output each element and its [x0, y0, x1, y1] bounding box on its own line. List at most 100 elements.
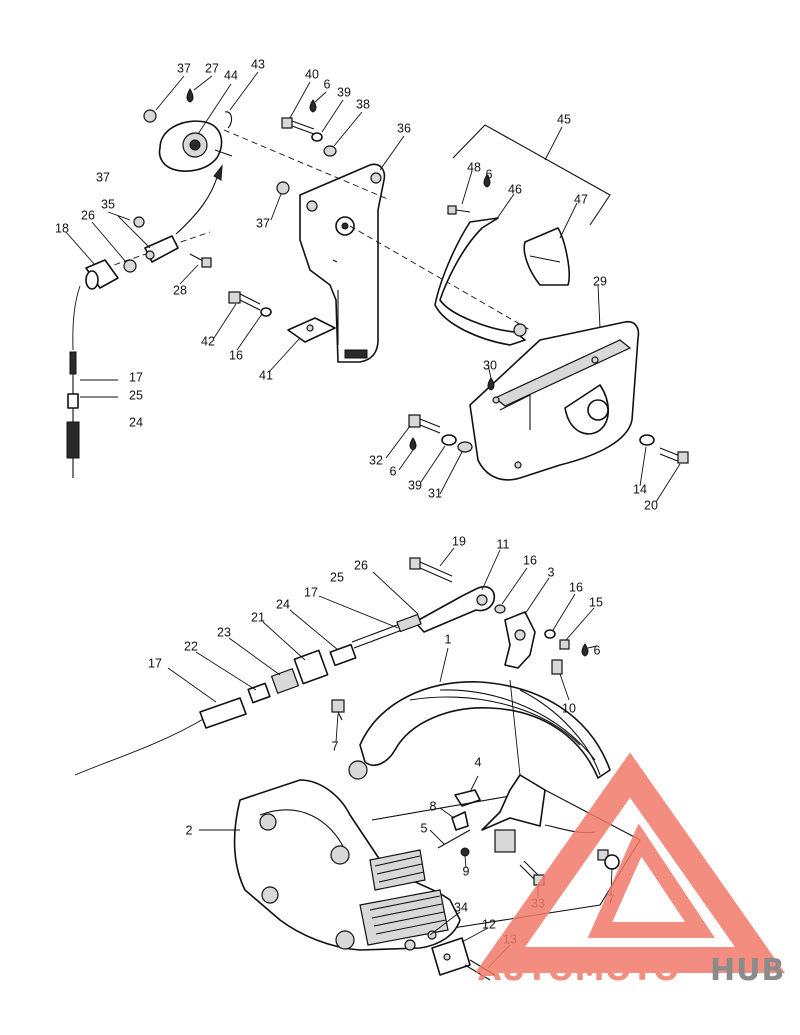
part-bracket-41 — [287, 317, 336, 343]
callout-26-b: 26 — [354, 558, 368, 572]
part-nut-37-top — [143, 109, 157, 123]
callout-29: 29 — [593, 274, 607, 288]
watermark-brand-part2: HUB — [710, 953, 785, 988]
callout-6: 6 — [324, 77, 331, 91]
watermark-logo: AUTOMOTO HUB — [474, 752, 786, 988]
lower-assembly — [74, 557, 641, 981]
part-nut-37-lower — [133, 216, 145, 228]
part-link-46 — [434, 217, 527, 346]
part-bolt-42 — [228, 291, 272, 317]
callout-5: 5 — [421, 821, 428, 835]
part-cable-17-lower — [74, 613, 422, 776]
callout-40: 40 — [305, 67, 319, 81]
part-bolt-19 — [409, 557, 453, 583]
part-nut-37-mid — [276, 181, 290, 195]
callout-10: 10 — [562, 701, 576, 715]
callout-4: 4 — [475, 755, 482, 769]
callout-3: 3 — [548, 565, 555, 579]
part-guard-1 — [348, 681, 611, 780]
callout-17: 17 — [129, 370, 143, 384]
callout-37-b: 37 — [256, 216, 270, 230]
part-grease-27 — [186, 87, 194, 103]
callout-24: 24 — [129, 415, 143, 429]
part-washer-16 — [494, 604, 506, 614]
callout-20: 20 — [644, 498, 658, 512]
callout-30: 30 — [483, 358, 497, 372]
part-gearcase-2 — [233, 779, 461, 951]
callout-6-c: 6 — [390, 464, 397, 478]
callout-17-b: 17 — [304, 585, 318, 599]
part-cable-17-upper — [66, 285, 81, 478]
callout-19: 19 — [452, 534, 466, 548]
part-mount-bracket — [481, 679, 596, 853]
callout-18: 18 — [55, 221, 69, 235]
part-housing-44 — [158, 111, 233, 172]
part-plate-12 — [431, 937, 496, 981]
part-washer-14 — [639, 434, 655, 446]
callout-2: 2 — [186, 823, 193, 837]
callout-12: 12 — [482, 917, 496, 931]
callout-28: 28 — [173, 283, 187, 297]
callout-labels: 37 27 44 43 40 6 39 38 36 45 37 35 18 26… — [55, 57, 658, 946]
part-nut-26 — [123, 259, 137, 273]
callout-39-b: 39 — [408, 478, 422, 492]
callout-7: 7 — [332, 739, 339, 753]
callout-14: 14 — [633, 482, 647, 496]
part-arm-4 — [437, 789, 481, 857]
callout-23: 23 — [217, 625, 231, 639]
part-washer-16-b — [544, 629, 589, 675]
part-bracket-3 — [504, 611, 536, 669]
callout-47: 47 — [574, 192, 588, 206]
callout-36: 36 — [397, 121, 411, 135]
callout-32: 32 — [369, 453, 383, 467]
part-cable-end-18 — [85, 259, 119, 290]
callout-22: 22 — [184, 639, 198, 653]
callout-38: 38 — [356, 97, 370, 111]
leader-lines — [65, 71, 681, 969]
callout-39: 39 — [337, 85, 351, 99]
part-screw-7-b — [597, 849, 620, 870]
callout-44: 44 — [224, 68, 238, 82]
callout-15: 15 — [589, 595, 603, 609]
callout-37-c: 37 — [96, 170, 110, 184]
part-screw-7-a — [331, 699, 345, 721]
callout-43: 43 — [251, 57, 265, 71]
bracket-45-leader-frame — [452, 124, 611, 226]
part-plate-36 — [299, 163, 386, 363]
callout-46: 46 — [508, 182, 522, 196]
callout-37: 37 — [177, 61, 191, 75]
callout-16-c: 16 — [569, 580, 583, 594]
callout-16: 16 — [229, 348, 243, 362]
callout-8: 8 — [430, 799, 437, 813]
callout-16-b: 16 — [523, 553, 537, 567]
callout-11: 11 — [497, 537, 510, 551]
part-bolt-40 — [281, 99, 337, 157]
part-clevis-35 — [144, 235, 179, 263]
part-lever-11 — [414, 585, 496, 633]
callout-17-c: 17 — [148, 656, 162, 670]
callout-24-b: 24 — [276, 597, 290, 611]
part-bolt-20 — [659, 447, 689, 464]
callout-34: 34 — [454, 900, 468, 914]
upper-assembly — [66, 87, 689, 481]
callout-41: 41 — [259, 368, 273, 382]
callout-25: 25 — [129, 388, 143, 402]
callout-26: 26 — [81, 208, 95, 222]
watermark-brand-part1: AUTOMOTO — [478, 953, 680, 988]
part-guard-29 — [469, 320, 640, 481]
part-bolt-48 — [447, 174, 491, 215]
callout-21: 21 — [251, 610, 265, 624]
callout-35: 35 — [101, 197, 115, 211]
part-pad-47 — [523, 227, 570, 286]
callout-25-b: 25 — [330, 570, 344, 584]
callout-42: 42 — [201, 334, 215, 348]
callout-6-d: 6 — [594, 643, 601, 657]
callout-45: 45 — [557, 112, 571, 126]
part-bolt-28 — [189, 253, 212, 268]
callout-1: 1 — [445, 632, 452, 646]
callout-31: 31 — [428, 486, 442, 500]
callout-27: 27 — [205, 61, 219, 75]
callout-48: 48 — [467, 160, 481, 174]
part-bolt-32 — [408, 414, 473, 453]
